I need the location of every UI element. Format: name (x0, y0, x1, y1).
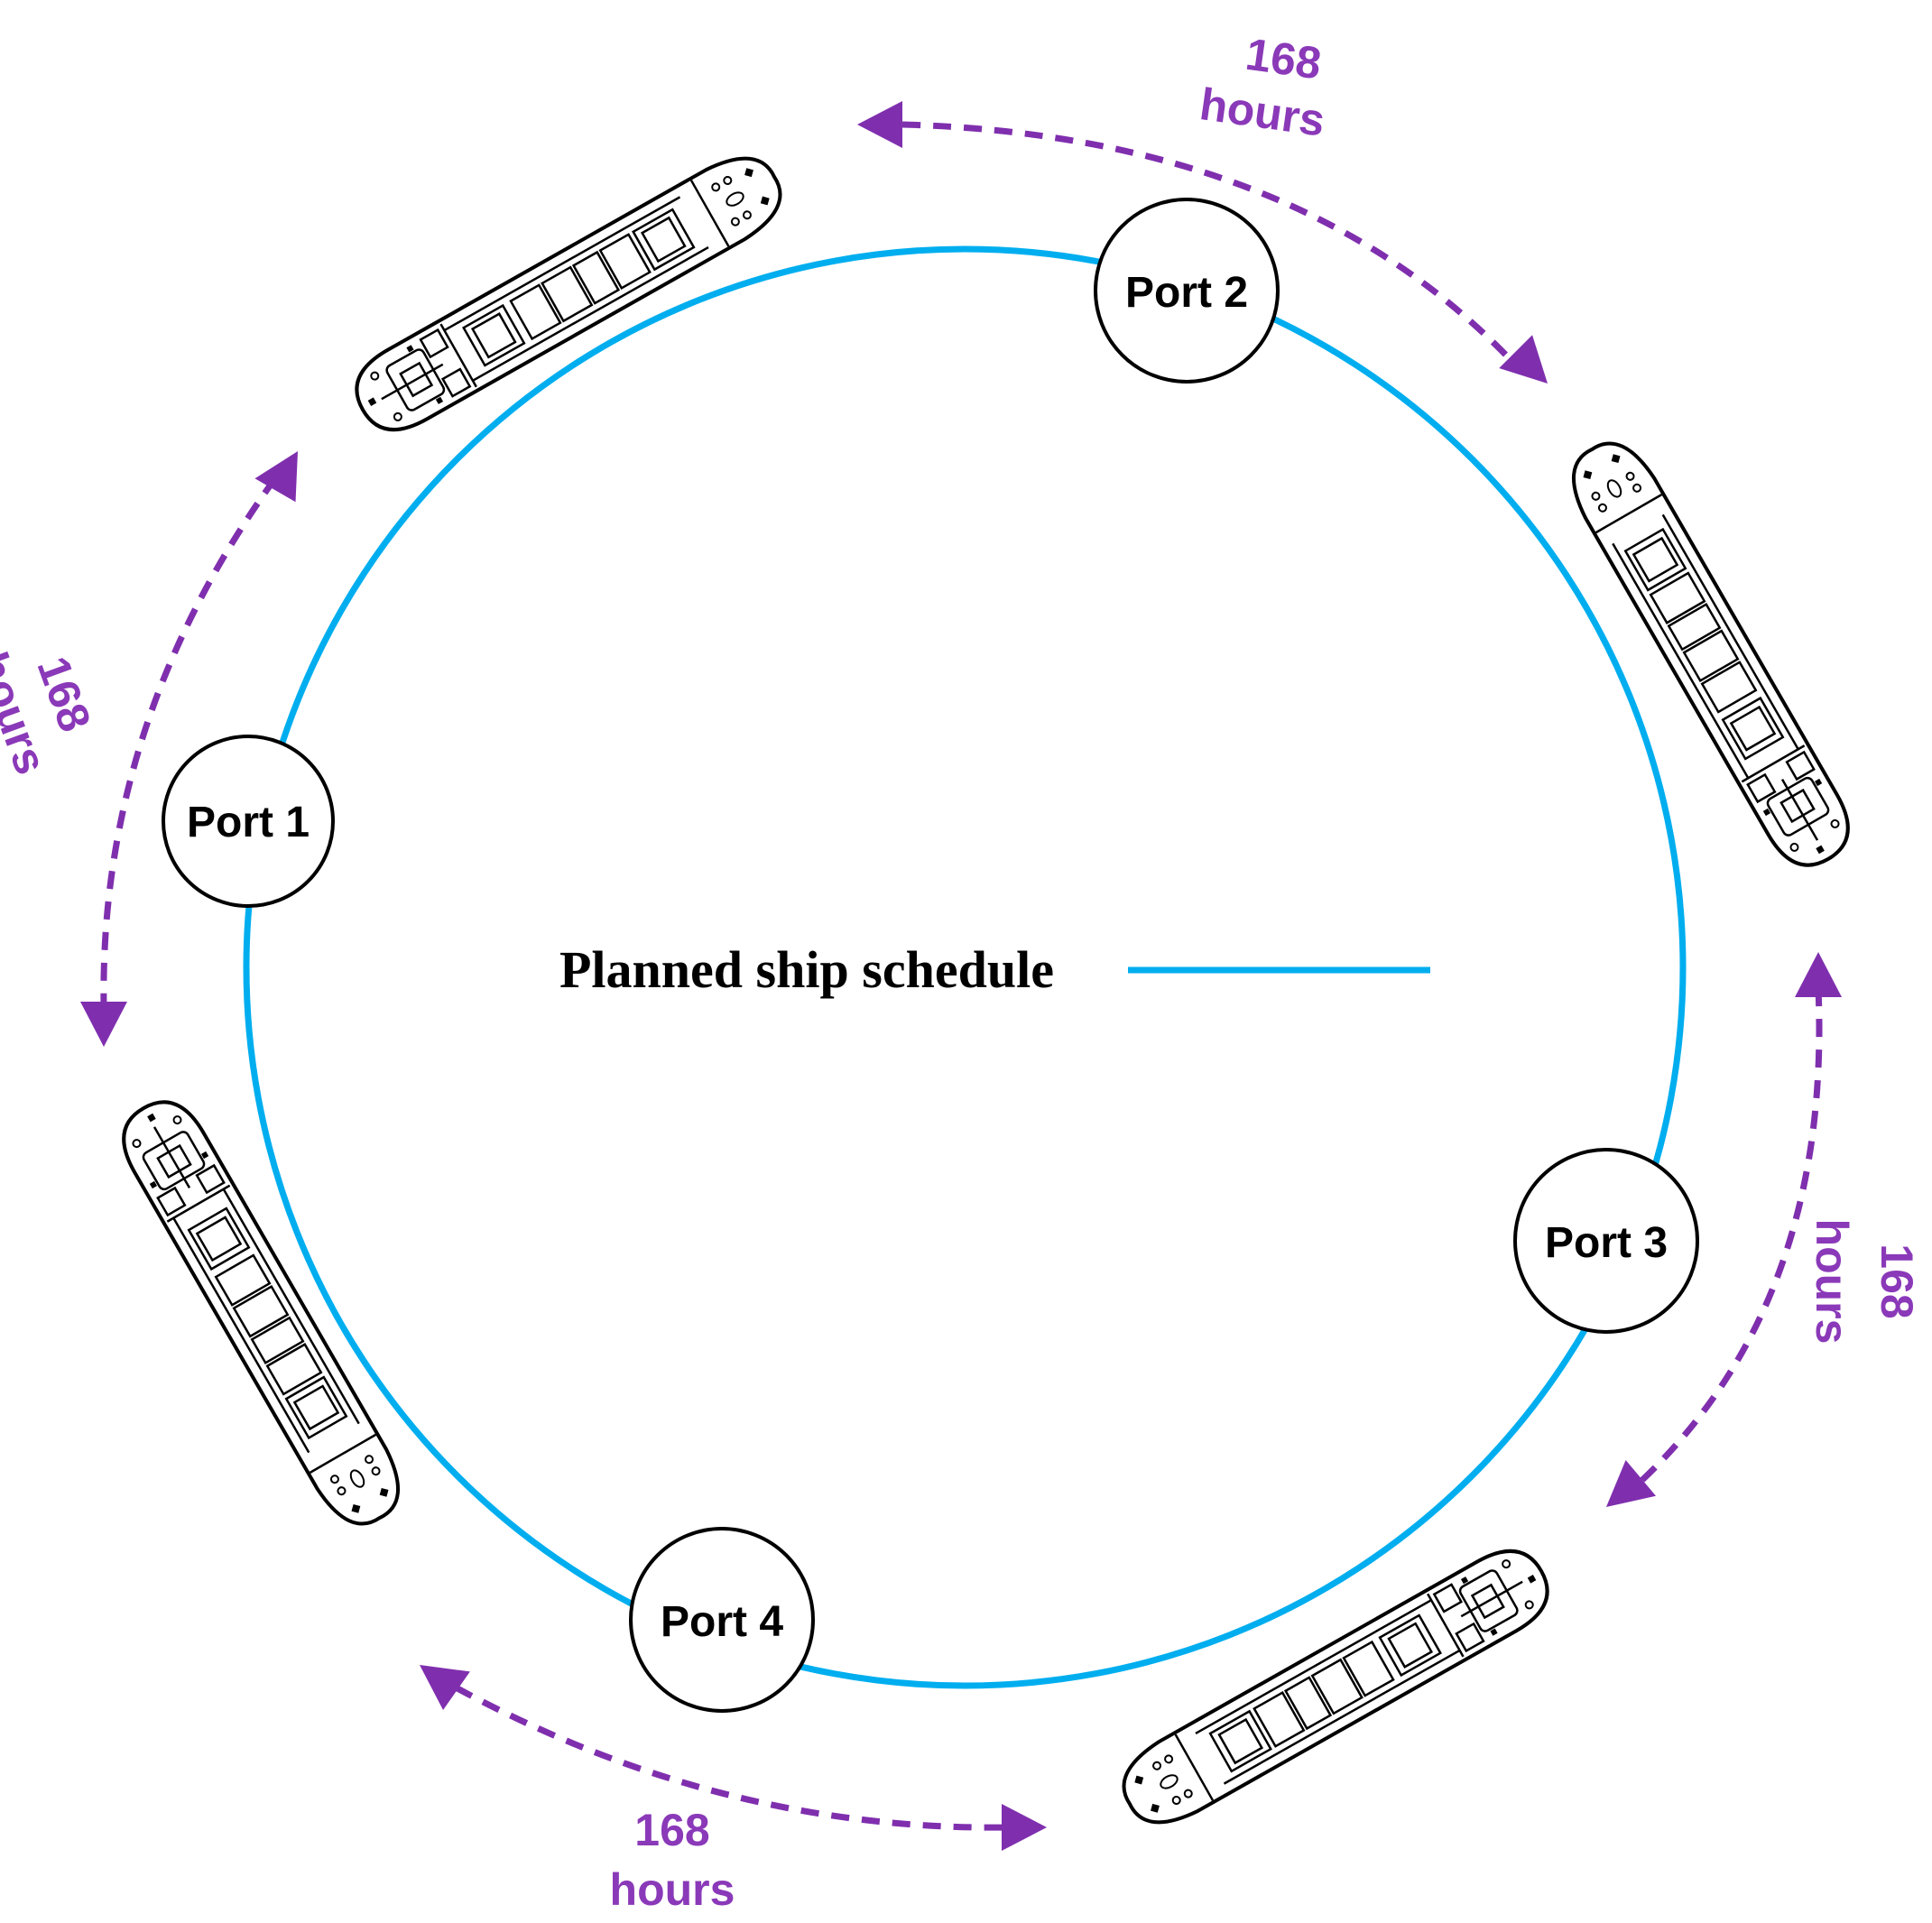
port-1: Port 1 (162, 735, 335, 908)
double-arrow-icon (80, 439, 319, 1047)
voyage-hours-unit: hours (610, 1864, 735, 1915)
port-circle (162, 735, 335, 908)
legend-label: Planned ship schedule (559, 940, 1054, 999)
ship-icon (341, 140, 796, 447)
voyage-label: 168 hours (0, 646, 101, 781)
legend: Planned ship schedule (559, 940, 1430, 999)
port-circle (1513, 1148, 1699, 1334)
voyage-hours-unit: hours (1197, 79, 1327, 146)
double-arrow-icon (406, 1645, 1047, 1851)
route-circle (243, 245, 1687, 1689)
port-label: Port 3 (1545, 1219, 1668, 1267)
voyage-hours-number: 168 (1872, 1243, 1922, 1318)
voyage-hours-number: 168 (1243, 29, 1324, 89)
port-2: Port 2 (1094, 198, 1280, 384)
port-label: Port 1 (187, 799, 310, 846)
voyage-hours-unit: hours (1807, 1219, 1857, 1345)
port-circle (629, 1527, 815, 1713)
port-3: Port 3 (1513, 1148, 1699, 1334)
voyage-hours-number: 168 (634, 1805, 709, 1855)
double-arrow-icon (1591, 952, 1842, 1525)
port-circle (1094, 198, 1280, 384)
double-arrow-icon (857, 101, 1565, 401)
voyage-label: 168 hours (1807, 1219, 1922, 1345)
voyage-label: 168 hours (1197, 29, 1327, 146)
port-label: Port 2 (1125, 269, 1248, 317)
port-4: Port 4 (629, 1527, 815, 1713)
port-label: Port 4 (661, 1598, 783, 1646)
ship-icon (1555, 427, 1865, 881)
voyage-label: 168 hours (610, 1805, 735, 1915)
ship-icon (106, 1086, 417, 1540)
